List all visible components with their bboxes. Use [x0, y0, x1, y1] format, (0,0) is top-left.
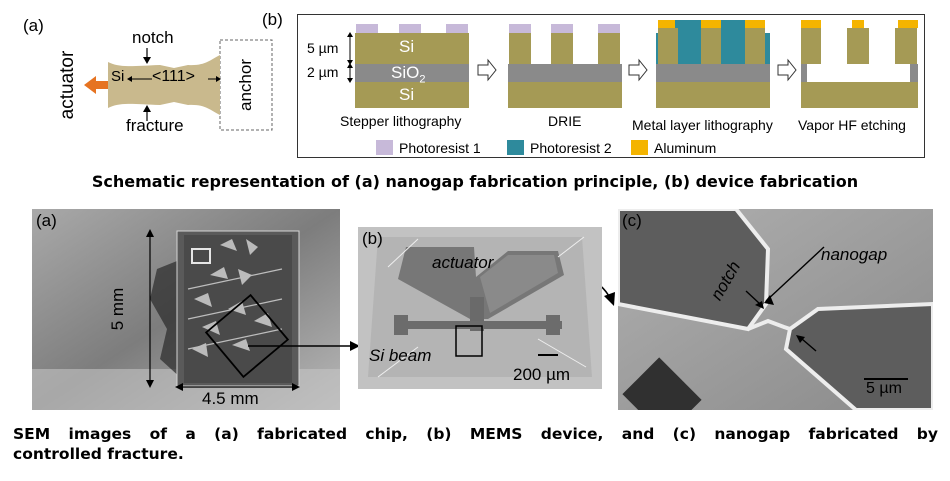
layer-si-top: Si	[399, 37, 415, 56]
notch-fracture-schematic	[84, 39, 273, 131]
notch-arrow-icon	[143, 57, 151, 64]
beam-shape	[108, 55, 220, 115]
beam-box	[455, 325, 483, 357]
step-metal-layer-lithography	[656, 20, 770, 108]
process-arrow-icon	[777, 58, 797, 82]
layer-si-bottom: Si	[399, 85, 415, 104]
chip-height-label: 5 mm	[108, 287, 127, 331]
upper-electrode	[618, 209, 771, 332]
process-arrow-icon	[477, 58, 497, 82]
step-vapor-hf-etching	[801, 20, 918, 108]
top-caption: Schematic representation of (a) nanogap …	[91, 172, 859, 191]
legend-swatch-photoresist2	[507, 140, 524, 155]
direction-label: <111>	[152, 68, 196, 85]
sem-b-tag: (b)	[362, 229, 383, 248]
sem-c-tag: (c)	[622, 211, 642, 230]
dim-2um: 2 µm	[307, 64, 339, 80]
scale-bar-5um: 5 µm	[866, 380, 902, 397]
step-label-4: Vapor HF etching	[798, 117, 906, 133]
sem-a-tag: (a)	[36, 211, 57, 230]
bottom-caption-line1: SEM images of a (a) fabricated chip, (b)…	[13, 425, 938, 443]
legend-swatch-photoresist1	[376, 140, 393, 155]
dark-pad	[622, 357, 702, 410]
fabrication-process-box: 5 µm 2 µm Si SiO2 Si Stepper lithography…	[297, 14, 925, 158]
si-label: Si	[111, 68, 125, 85]
legend-label-photoresist2: Photoresist 2	[530, 140, 612, 156]
notch-label: notch	[132, 28, 174, 47]
scale-bar-200um: 200 µm	[513, 365, 571, 384]
sem-image-nanogap: (c) notch nanogap 5 µm	[618, 209, 933, 410]
actuator-arrow-icon	[84, 76, 108, 94]
step-drie	[508, 24, 622, 108]
legend-label-photoresist1: Photoresist 1	[399, 140, 481, 156]
dim-5um: 5 µm	[307, 40, 339, 56]
step-label-2: DRIE	[548, 113, 582, 129]
lower-electrode	[783, 301, 933, 410]
step-label-1: Stepper lithography	[340, 113, 462, 129]
process-arrow-icon	[628, 58, 648, 82]
anchor-label: anchor	[236, 59, 255, 111]
layer-sio2: SiO2	[391, 63, 426, 86]
nanogap-label: nanogap	[821, 245, 888, 264]
actuator-label: actuator	[57, 50, 78, 120]
fracture-label: fracture	[126, 116, 184, 135]
sem-image-mems-device: (b) actuator Si beam 200 µm	[358, 227, 602, 389]
legend-swatch-aluminum	[631, 140, 648, 155]
si-beam-label: Si beam	[369, 346, 432, 365]
panel-b-tag: (b)	[262, 10, 283, 29]
dimension-markers	[347, 32, 353, 83]
actuator-label-sem: actuator	[432, 253, 494, 272]
chip-width-label: 4.5 mm	[202, 389, 259, 408]
step-label-3: Metal layer lithography	[632, 117, 773, 133]
panel-a-tag: (a)	[23, 16, 44, 35]
fracture-arrow-icon	[143, 105, 151, 112]
step-stepper-lithography	[355, 24, 469, 108]
zoom-box	[204, 293, 290, 379]
fabrication-steps-diagram	[347, 20, 918, 155]
bottom-caption-line2: controlled fracture.	[13, 445, 184, 463]
legend-label-aluminum: Aluminum	[654, 140, 717, 156]
anchor-box	[219, 39, 273, 131]
sem-image-chip: (a) 5 mm 4.5 mm	[32, 209, 340, 410]
schematic-panel-a: (a) notch fracture Si <111> actuator anc…	[20, 10, 290, 160]
